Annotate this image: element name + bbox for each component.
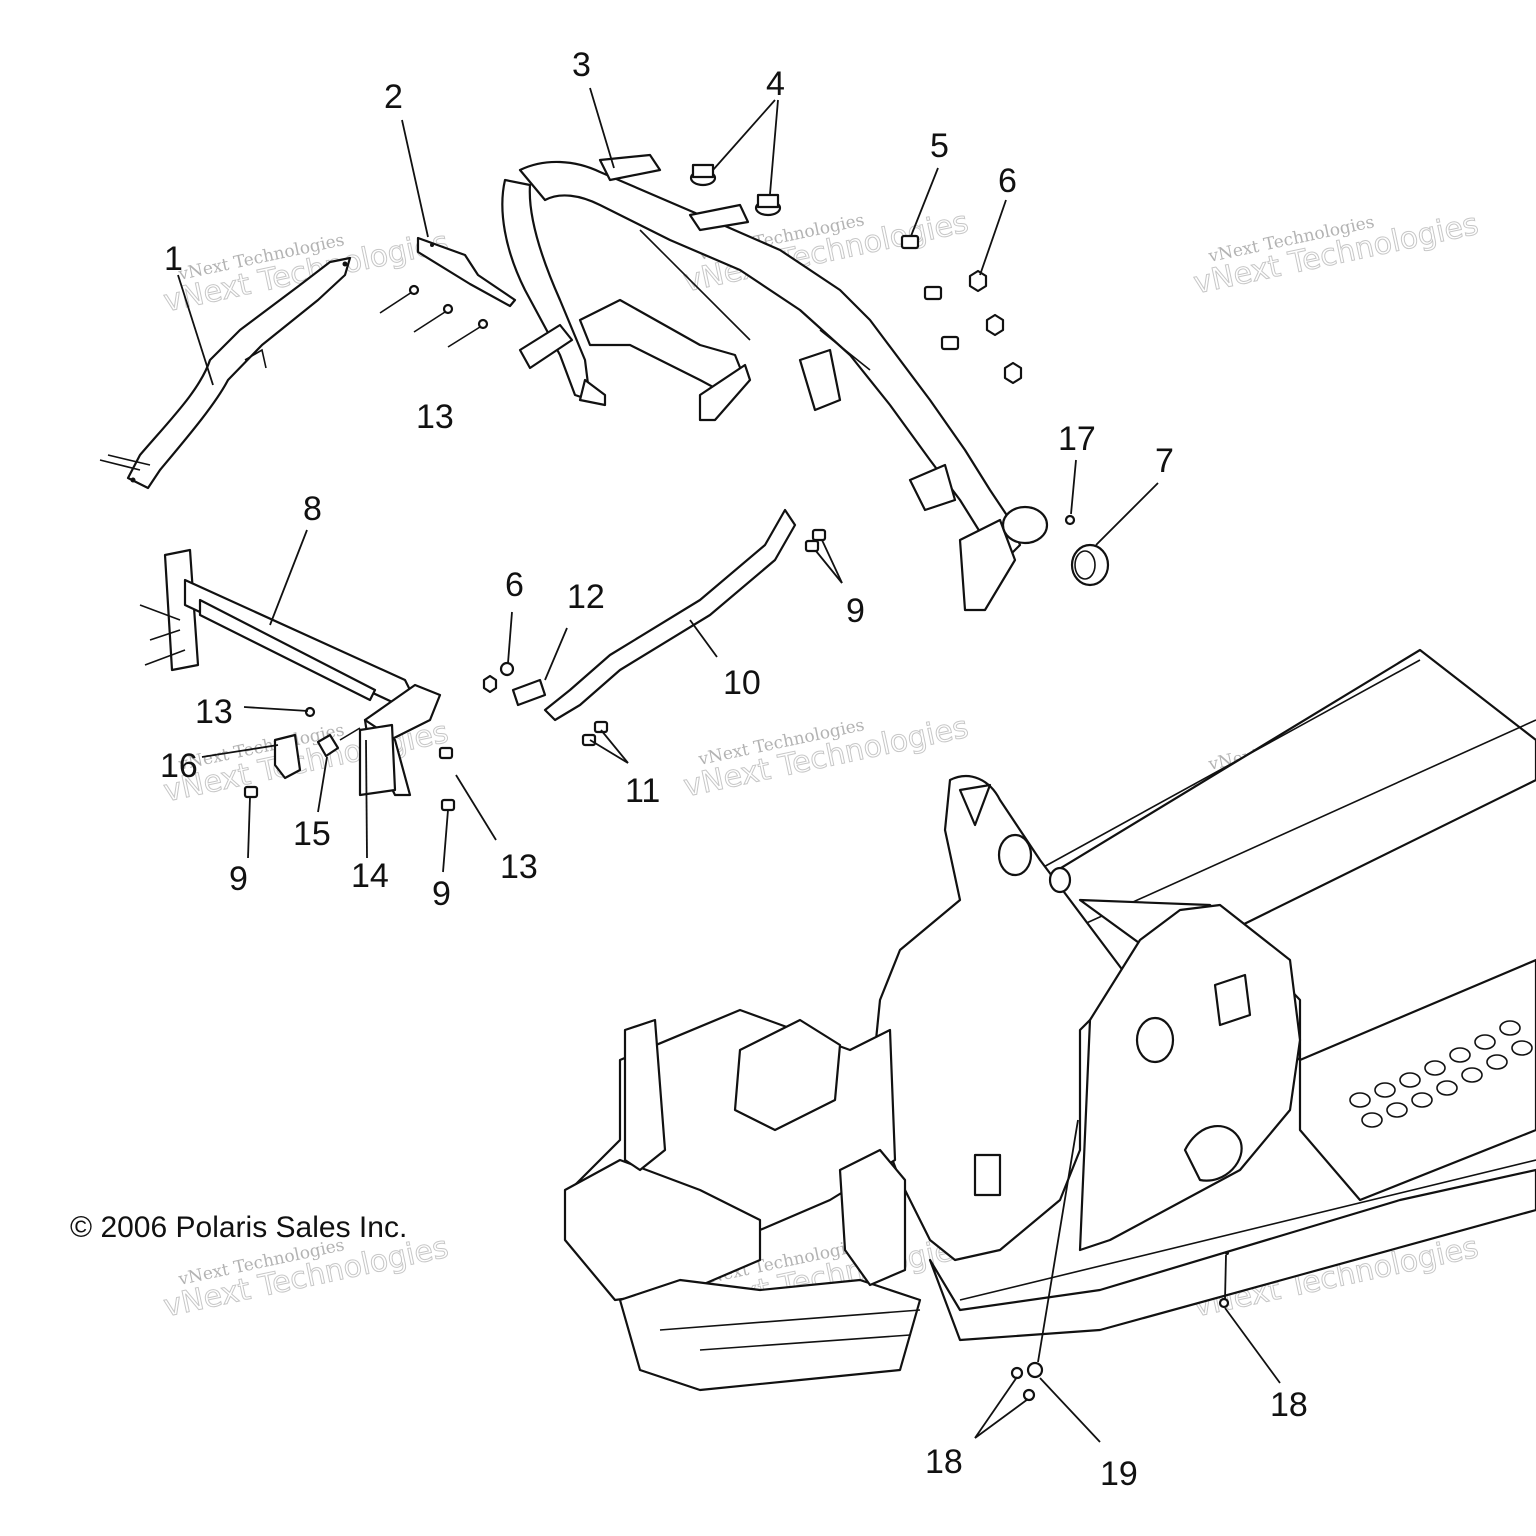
callout-6a: 6 bbox=[998, 162, 1017, 200]
parts-10-12-strut bbox=[482, 508, 827, 747]
callout-3: 3 bbox=[572, 46, 591, 84]
callout-18b: 18 bbox=[925, 1443, 963, 1481]
callout-17: 17 bbox=[1058, 420, 1096, 458]
callout-9c: 9 bbox=[432, 875, 451, 913]
callout-12: 12 bbox=[567, 578, 605, 616]
callout-8: 8 bbox=[303, 490, 322, 528]
tunnel-vent-grid bbox=[1349, 1020, 1533, 1128]
callout-5: 5 bbox=[930, 127, 949, 165]
part-3-main-frame bbox=[501, 153, 1049, 612]
callout-13c: 13 bbox=[500, 848, 538, 886]
callout-4: 4 bbox=[766, 65, 785, 103]
callout-11: 11 bbox=[625, 772, 660, 810]
callout-2: 2 bbox=[384, 78, 403, 116]
leader-lines bbox=[177, 87, 1281, 1443]
parts-5-6-bolts-nuts bbox=[900, 234, 1023, 385]
part-1-support-tube bbox=[99, 256, 352, 490]
parts-14-15-16-mounts bbox=[243, 706, 456, 812]
callout-9b: 9 bbox=[229, 860, 248, 898]
part-4-grommets bbox=[689, 163, 782, 217]
copyright-notice: © 2006 Polaris Sales Inc. bbox=[70, 1211, 407, 1244]
callout-18a: 18 bbox=[1270, 1386, 1308, 1424]
callout-19: 19 bbox=[1100, 1455, 1138, 1493]
chassis-tunnel bbox=[563, 648, 1536, 1402]
parts-17-7-cap bbox=[1064, 514, 1110, 587]
callout-15: 15 bbox=[293, 815, 331, 853]
callout-13b: 13 bbox=[195, 693, 233, 731]
callout-10: 10 bbox=[723, 664, 761, 702]
callout-6b: 6 bbox=[505, 566, 524, 604]
part-2-bracket bbox=[416, 236, 517, 308]
callout-7: 7 bbox=[1155, 442, 1174, 480]
callout-16: 16 bbox=[160, 747, 198, 785]
rivets-13-top bbox=[379, 284, 489, 348]
callout-13a: 13 bbox=[416, 398, 454, 436]
callout-9a: 9 bbox=[846, 592, 865, 630]
callout-1: 1 bbox=[164, 240, 183, 278]
callout-labels: 1 2 3 4 5 6 7 17 8 9 10 6 12 13 13 11 16… bbox=[160, 46, 1308, 1493]
callout-14: 14 bbox=[351, 857, 389, 895]
